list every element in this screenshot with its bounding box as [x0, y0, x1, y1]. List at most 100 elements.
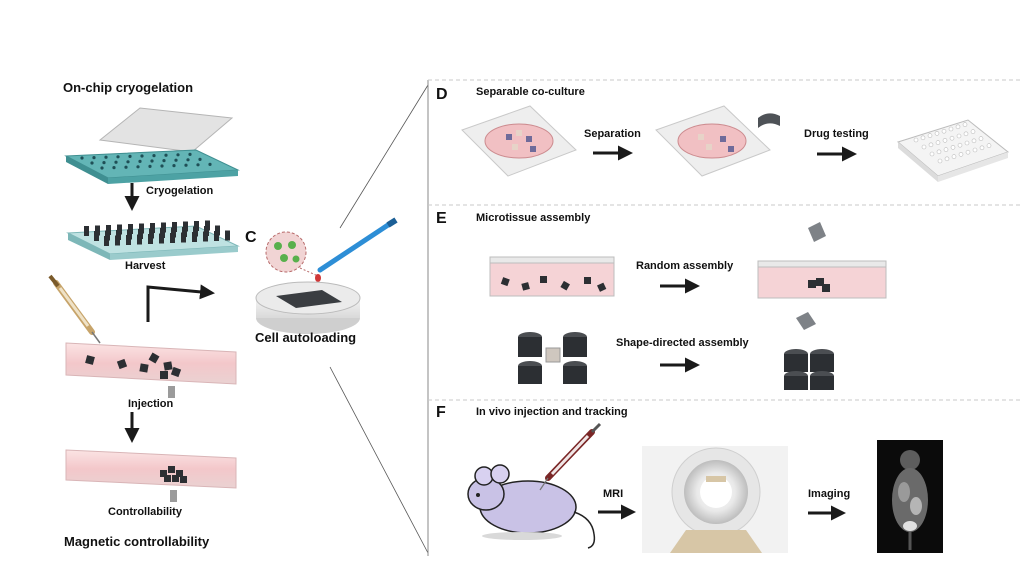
microcube [164, 475, 171, 482]
title-on-chip-cryogelation: On-chip cryogelation [63, 80, 194, 95]
plate-well [927, 133, 933, 138]
label-controllability: Controllability [108, 506, 182, 518]
label-shape-directed-assembly: Shape-directed assembly [616, 337, 749, 349]
cryogel-pillar [150, 223, 155, 233]
plate-well [957, 142, 963, 148]
cryogel-pillar [161, 222, 166, 233]
chip-well [186, 158, 190, 162]
cryogel-pillar [106, 225, 111, 235]
on-chip-cryogelation-illustration [64, 107, 240, 184]
plate-well [972, 147, 978, 153]
microcube [168, 466, 175, 473]
cryogel-pillar [205, 220, 210, 231]
shape-assembly-result [784, 312, 834, 390]
cryogel-pillar [192, 232, 197, 242]
plate-well [948, 126, 954, 132]
label-imaging: Imaging [808, 488, 851, 500]
cryogel-pillar [117, 224, 122, 235]
chip-well [140, 154, 144, 158]
microcube [139, 363, 149, 373]
cryogel-pillar [193, 226, 198, 237]
mouse-illustration [467, 464, 596, 549]
connector-bottom [329, 366, 429, 554]
chip-well [104, 155, 108, 159]
cryogel-pillar [127, 229, 132, 240]
random-assembly-after [757, 222, 887, 299]
cryogel-pillar [160, 228, 165, 238]
label-harvest: Harvest [125, 260, 166, 272]
plate-well [943, 147, 949, 152]
cryogel-pillar [225, 230, 230, 241]
cryogel-pillar [138, 229, 143, 239]
plate-well [941, 128, 947, 134]
cryogel-pillar [95, 225, 100, 236]
microcube [160, 371, 168, 379]
shape-assembly-parts [518, 332, 587, 384]
plate-well [944, 156, 950, 162]
cryogel-pillar [105, 230, 110, 241]
plate-well [950, 145, 956, 150]
label-cryogelation: Cryogelation [146, 185, 214, 197]
chip-well [124, 165, 128, 169]
chip-well [176, 153, 180, 157]
chip-well [100, 166, 104, 170]
title-separable-coculture: Separable co-culture [476, 86, 585, 98]
cryogel-pillar [126, 235, 131, 245]
microcube [170, 366, 182, 378]
chip-well [138, 159, 142, 163]
cryogel-pillar [181, 232, 186, 243]
cryogel-pillar [182, 227, 187, 237]
coculture-dish-2 [655, 105, 780, 177]
panel-letter-d: D [436, 86, 448, 103]
mri-image [877, 440, 943, 553]
chip-well [208, 162, 212, 166]
chip-well [152, 154, 156, 158]
panel-letter-e: E [436, 210, 447, 227]
clustered-cubes [160, 466, 187, 483]
chip-well [80, 156, 84, 160]
cryogel-pillar [84, 226, 89, 236]
plate-well [971, 138, 977, 144]
plate-well [949, 135, 955, 141]
microcube [148, 352, 160, 364]
plate-well [928, 142, 934, 148]
coculture-dish-1 [461, 105, 577, 177]
chip-well [136, 165, 140, 169]
plate-well [913, 137, 919, 143]
microcube [160, 470, 167, 477]
chip-well [162, 159, 166, 163]
microcube [116, 358, 128, 370]
chip-well [102, 161, 106, 165]
plate-well [935, 140, 941, 145]
plate-well [962, 122, 968, 127]
well-plate-wells [913, 122, 992, 164]
chip-wells [80, 152, 212, 170]
syringe-left-illustration [48, 274, 101, 344]
cryogel-pillar [116, 230, 121, 240]
microcube [163, 361, 173, 371]
cryogel-pillar [128, 224, 133, 234]
chip-well [114, 160, 118, 164]
label-random-assembly: Random assembly [636, 260, 734, 272]
chip-well [90, 161, 94, 165]
plate-well [956, 133, 962, 139]
cryogel-pillar [183, 221, 188, 232]
chip-well [150, 159, 154, 163]
scattered-cubes [85, 352, 182, 379]
panel-letter-f: F [436, 404, 446, 421]
cryogel-pillar [139, 223, 144, 234]
chip-well [126, 160, 130, 164]
label-cell-autoloading: Cell autoloading [255, 330, 357, 345]
panel-letter-c: C [245, 229, 257, 246]
microcube [180, 476, 187, 483]
plate-well [955, 124, 961, 130]
injection-tube [65, 342, 237, 385]
cryogel-pillar [203, 231, 208, 242]
title-magnetic-controllability: Magnetic controllability [64, 534, 210, 549]
chip-well [116, 155, 120, 159]
chip-well [184, 163, 188, 167]
connector-top [339, 84, 429, 229]
plate-well [978, 136, 984, 141]
chip-well [128, 154, 132, 158]
chip-well [164, 153, 168, 157]
